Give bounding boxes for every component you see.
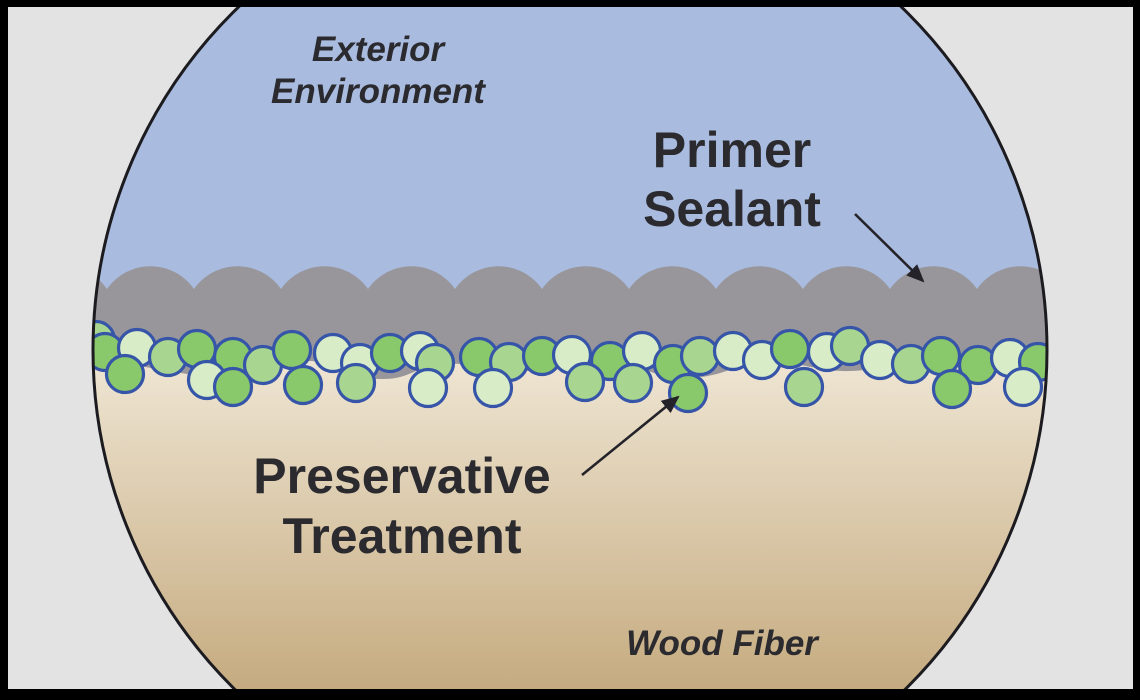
- preservative-particle: [564, 361, 606, 403]
- preservative-particle: [472, 367, 514, 409]
- preservative-particle: [212, 366, 254, 408]
- frame-right: [1133, 0, 1140, 700]
- preservative-particles-group: [93, 319, 1047, 414]
- preservative-particle: [271, 329, 313, 371]
- primer-sealant-arrow: [854, 213, 925, 283]
- frame-top: [0, 0, 1140, 7]
- preservative-particle: [667, 372, 709, 414]
- preservative-particle: [612, 362, 654, 404]
- preservative-particle: [920, 335, 962, 377]
- lens-outline: [91, 0, 1049, 700]
- preservative-particle: [335, 362, 377, 404]
- preservative-particle: [679, 335, 721, 377]
- preservative-treatment-arrow: [581, 395, 680, 477]
- wood-fiber-region: [93, 359, 1047, 700]
- frame-bottom: [0, 689, 1140, 700]
- preservative-particle: [769, 328, 811, 370]
- frame-left: [0, 0, 8, 700]
- preservative-particle: [931, 368, 973, 410]
- preservative-particle: [783, 366, 825, 408]
- preservative-particle: [282, 364, 324, 406]
- preservative-particle: [1002, 366, 1044, 408]
- lens-content: [93, 0, 1047, 700]
- preservative-particle: [104, 353, 146, 395]
- preservative-particle: [407, 367, 449, 409]
